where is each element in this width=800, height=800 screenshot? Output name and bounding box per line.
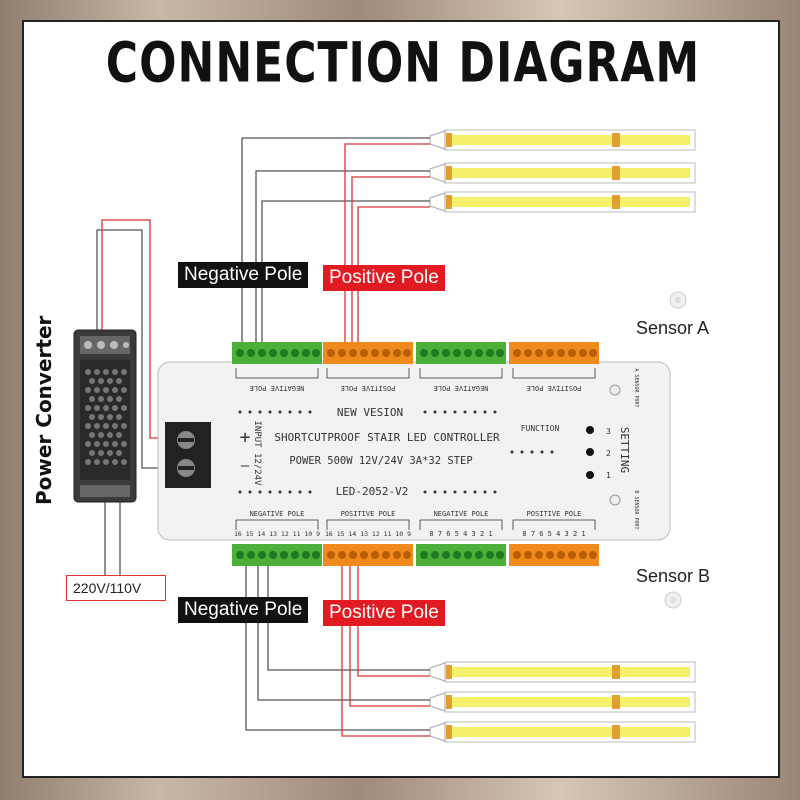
top-pole-label-2: POSITIVE POLE xyxy=(341,384,396,392)
led-strips-bottom xyxy=(429,661,696,743)
led-strip xyxy=(429,162,696,184)
led-strip xyxy=(429,721,696,743)
controller-spec: POWER 500W 12V/24V 3A*32 STEP xyxy=(289,455,472,467)
input-plus: + xyxy=(240,427,251,448)
input-minus: — xyxy=(241,458,250,474)
bottom-pin-numbers-1: 16 15 14 13 12 11 10 9 xyxy=(234,530,320,538)
function-label: FUNCTION xyxy=(521,424,560,433)
sensor-b-label: Sensor B xyxy=(636,566,711,586)
sensor-b xyxy=(664,591,682,609)
top-pole-label-4: POSITIVE POLE xyxy=(527,384,582,392)
bottom-pole-label-1: NEGATIVE POLE xyxy=(250,510,305,518)
positive-pole-label-bottom: Positive Pole xyxy=(323,600,445,626)
wires-bottom xyxy=(245,566,430,737)
power-wires xyxy=(96,219,165,575)
setting-number-3: 3 xyxy=(606,427,611,436)
controller-name: SHORTCUTPROOF STAIR LED CONTROLLER xyxy=(274,431,500,444)
led-strips-top xyxy=(429,129,696,213)
a-sensor-port-label: A SENSOR PORT xyxy=(633,368,639,407)
page-title: CONNECTION DIAGRAM xyxy=(105,31,701,96)
led-strip xyxy=(429,129,696,151)
controller-model: LED-2052-V2 xyxy=(336,485,409,498)
setting-buttons xyxy=(586,384,621,506)
bottom-pole-label-4: POSITIVE POLE xyxy=(527,510,582,518)
wires-top xyxy=(241,137,430,342)
power-converter-label: Power Converter xyxy=(32,315,56,505)
bottom-pin-numbers-3: 8 7 6 5 4 3 2 1 xyxy=(429,530,492,538)
negative-pole-label-bottom: Negative Pole xyxy=(178,597,309,623)
input-voltage-label: INPUT 12/24V xyxy=(252,420,262,486)
led-strip xyxy=(429,661,696,683)
bottom-pin-numbers-2: 16 15 14 13 12 11 10 9 xyxy=(325,530,411,538)
terminal-block-bottom xyxy=(232,544,599,566)
power-input-terminal xyxy=(165,422,211,488)
new-version-text: NEW VESION xyxy=(337,406,403,419)
sensor-a-label: Sensor A xyxy=(636,318,710,338)
sensor-a xyxy=(669,291,687,309)
setting-number-2: 2 xyxy=(606,449,611,458)
terminal-block-top xyxy=(232,342,599,364)
led-strip xyxy=(429,191,696,213)
b-sensor-port-label: B SENSOR PORT xyxy=(633,490,639,529)
top-pole-label-1: NEGATIVE POLE xyxy=(250,384,305,392)
led-controller: NEGATIVE POLE POSITIVE POLE NEGATIVE POL… xyxy=(157,342,671,566)
negative-pole-label-top: Negative Pole xyxy=(178,262,309,288)
bottom-pin-numbers-4: 8 7 6 5 4 3 2 1 xyxy=(522,530,585,538)
bottom-pole-label-2: POSITIVE POLE xyxy=(341,510,396,518)
positive-pole-label-top: Positive Pole xyxy=(323,265,445,291)
power-converter xyxy=(73,329,137,503)
bottom-pole-label-3: NEGATIVE POLE xyxy=(434,510,489,518)
setting-number-1: 1 xyxy=(606,471,611,480)
led-strip xyxy=(429,691,696,713)
setting-label: SETTING xyxy=(618,427,631,473)
top-pole-label-3: NEGATIVE POLE xyxy=(434,384,489,392)
voltage-label: 220V/110V xyxy=(66,575,166,601)
